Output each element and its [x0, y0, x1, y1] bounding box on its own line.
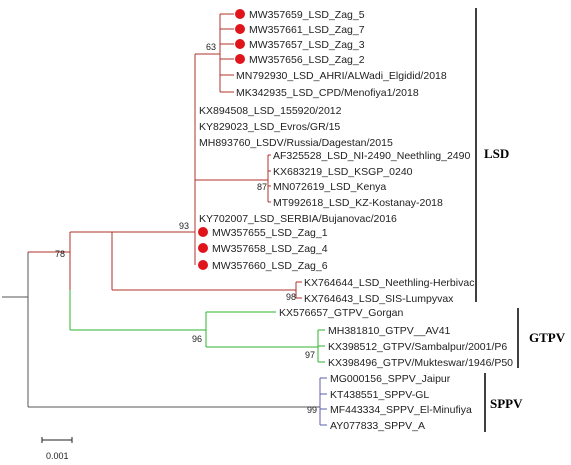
taxon-label: MF443334_SPPV_El-Minufiya: [330, 404, 472, 416]
taxon-label: KX398496_GTPV/Mukteswar/1946/P50: [328, 357, 513, 369]
bootstrap-value: 99: [307, 405, 317, 415]
taxon-labels: MW357659_LSD_Zag_5 MW357661_LSD_Zag_7 MW…: [199, 9, 513, 432]
bootstrap-value: 78: [55, 249, 65, 259]
group-label-sppv: SPPV: [490, 396, 523, 411]
gtpv-branches: [70, 311, 325, 363]
taxon-label: MG000156_SPPV_Jaipur: [330, 373, 451, 385]
root-branches: [2, 252, 320, 408]
taxon-label: MW357659_LSD_Zag_5: [249, 9, 365, 21]
taxon-label: MW357655_LSD_Zag_1: [212, 227, 328, 239]
taxon-label: MW357657_LSD_Zag_3: [249, 39, 365, 51]
taxon-label: KX576657_GTPV_Gorgan: [279, 307, 403, 319]
bootstrap-value: 87: [257, 182, 267, 192]
taxon-label: MW357656_LSD_Zag_2: [249, 54, 365, 66]
group-brackets: [475, 8, 519, 432]
taxon-label: MN072619_LSD_Kenya: [273, 181, 386, 193]
sppv-branches: [319, 377, 327, 426]
taxon-label: MW357661_LSD_Zag_7: [249, 24, 365, 36]
red-circle-icon: [235, 54, 245, 64]
taxon-label: MK342935_LSD_CPD/Menofiya1/2018: [236, 87, 419, 99]
red-circle-icon: [198, 243, 208, 253]
taxon-label: KY702007_LSD_SERBIA/Bujanovac/2016: [199, 213, 397, 225]
lsd-branches: [28, 13, 302, 299]
scale-bar: 0.001: [41, 437, 73, 461]
taxon-label: MN792930_LSD_AHRI/ALWadi_Elgidid/2018: [236, 70, 447, 82]
taxon-label: KX894508_LSD_155920/2012: [199, 105, 342, 117]
taxon-label: KX683219_LSD_KSGP_0240: [273, 166, 413, 178]
taxon-label: KY829023_LSD_Evros/GR/15: [199, 121, 340, 133]
red-circle-icon: [235, 39, 245, 49]
red-circle-icon: [235, 9, 245, 19]
taxon-label: MW357658_LSD_Zag_4: [212, 243, 328, 255]
taxon-label: MH381810_GTPV__AV41: [328, 325, 451, 337]
taxon-label: KX398512_GTPV/Sambalpur/2001/P6: [328, 341, 507, 353]
taxon-label: KX764644_LSD_Neethling-Herbivac: [304, 277, 474, 289]
red-circle-icon: [235, 24, 245, 34]
taxon-label: KT438551_SPPV-GL: [330, 389, 429, 401]
taxon-label: MW357660_LSD_Zag_6: [212, 260, 328, 272]
bootstrap-value: 93: [179, 221, 189, 231]
bootstrap-value: 97: [305, 350, 315, 360]
red-circle-icon: [198, 227, 208, 237]
scale-bar-label: 0.001: [46, 451, 69, 461]
taxon-label: MT992618_LSD_KZ-Kostanay-2018: [273, 197, 443, 209]
red-circle-icon: [198, 260, 208, 270]
taxon-label: AF325528_LSD_NI-2490_Neethling_2490: [273, 150, 470, 162]
bootstrap-value: 96: [192, 334, 202, 344]
group-label-gtpv: GTPV: [529, 330, 566, 345]
group-label-lsd: LSD: [484, 146, 509, 161]
bootstrap-value: 63: [206, 42, 216, 52]
bootstrap-values: 63 87 93 78 98 96 97 99: [55, 42, 317, 415]
taxon-label: KX764643_LSD_SIS-Lumpyvax: [304, 293, 454, 305]
sample-markers: [198, 9, 245, 270]
taxon-label: MH893760_LSDV/Russia/Dagestan/2015: [199, 137, 393, 149]
bootstrap-value: 98: [286, 292, 296, 302]
taxon-label: AY077833_SPPV_A: [330, 420, 425, 432]
